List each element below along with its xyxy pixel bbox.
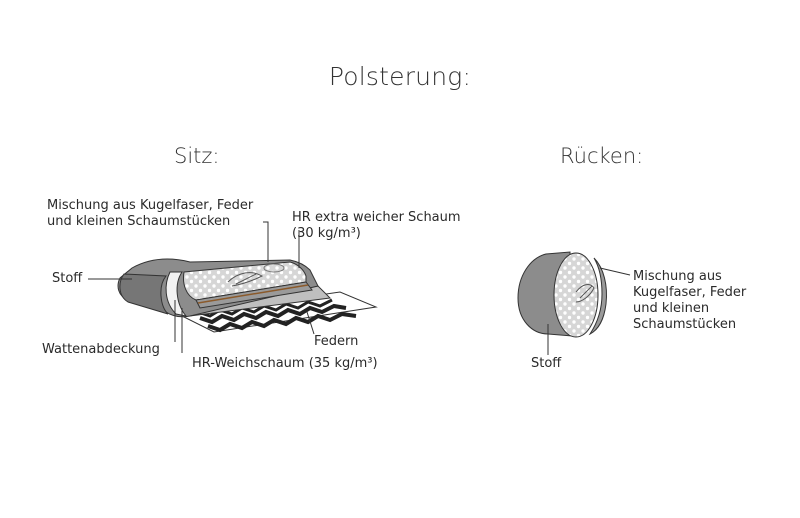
wadding-band: [165, 271, 188, 317]
page-title: Polsterung:: [328, 62, 472, 91]
seat-label-hr-extra-soft-line2: (30 kg/m³): [292, 226, 361, 241]
section-title-seat: Sitz:: [174, 144, 220, 168]
seat-leader-lines: [88, 221, 315, 353]
section-title-back: Rücken:: [560, 144, 644, 168]
seat-label-fiber-mix: Mischung aus Kugelfaser, Feder und klein…: [47, 198, 253, 230]
back-cushion-illustration: [517, 251, 607, 338]
seat-label-hr-extra-soft: HR extra weicher Schaum (30 kg/m³): [292, 210, 461, 242]
back-label-fiber-mix-line3: und kleinen: [633, 301, 710, 316]
fabric-front-face: [119, 273, 169, 315]
seat-label-fabric: Stoff: [52, 271, 83, 286]
back-leader-lines: [547, 267, 631, 355]
seat-cushion-illustration: [117, 258, 378, 333]
back-label-fabric: Stoff: [531, 356, 562, 371]
back-label-fiber-mix-line1: Mischung aus: [633, 269, 722, 284]
seat-label-springs: Federn: [314, 334, 359, 349]
back-label-fiber-mix-line2: Kugelfaser, Feder: [633, 285, 747, 300]
seat-label-fiber-mix-line1: Mischung aus Kugelfaser, Feder: [47, 198, 254, 213]
back-label-fiber-mix-line4: Schaumstücken: [633, 317, 737, 332]
seat-label-hr-soft-foam: HR-Weichschaum (35 kg/m³): [192, 356, 378, 371]
back-fiber-mix-face: [553, 252, 599, 338]
seat-label-wadding: Wattenabdeckung: [42, 342, 160, 357]
seat-label-hr-extra-soft-line1: HR extra weicher Schaum: [292, 210, 461, 225]
seat-label-fiber-mix-line2: und kleinen Schaumstücken: [47, 214, 231, 229]
feather-sketch: [227, 272, 264, 287]
back-label-fiber-mix: Mischung aus Kugelfaser, Feder und klein…: [633, 269, 746, 333]
